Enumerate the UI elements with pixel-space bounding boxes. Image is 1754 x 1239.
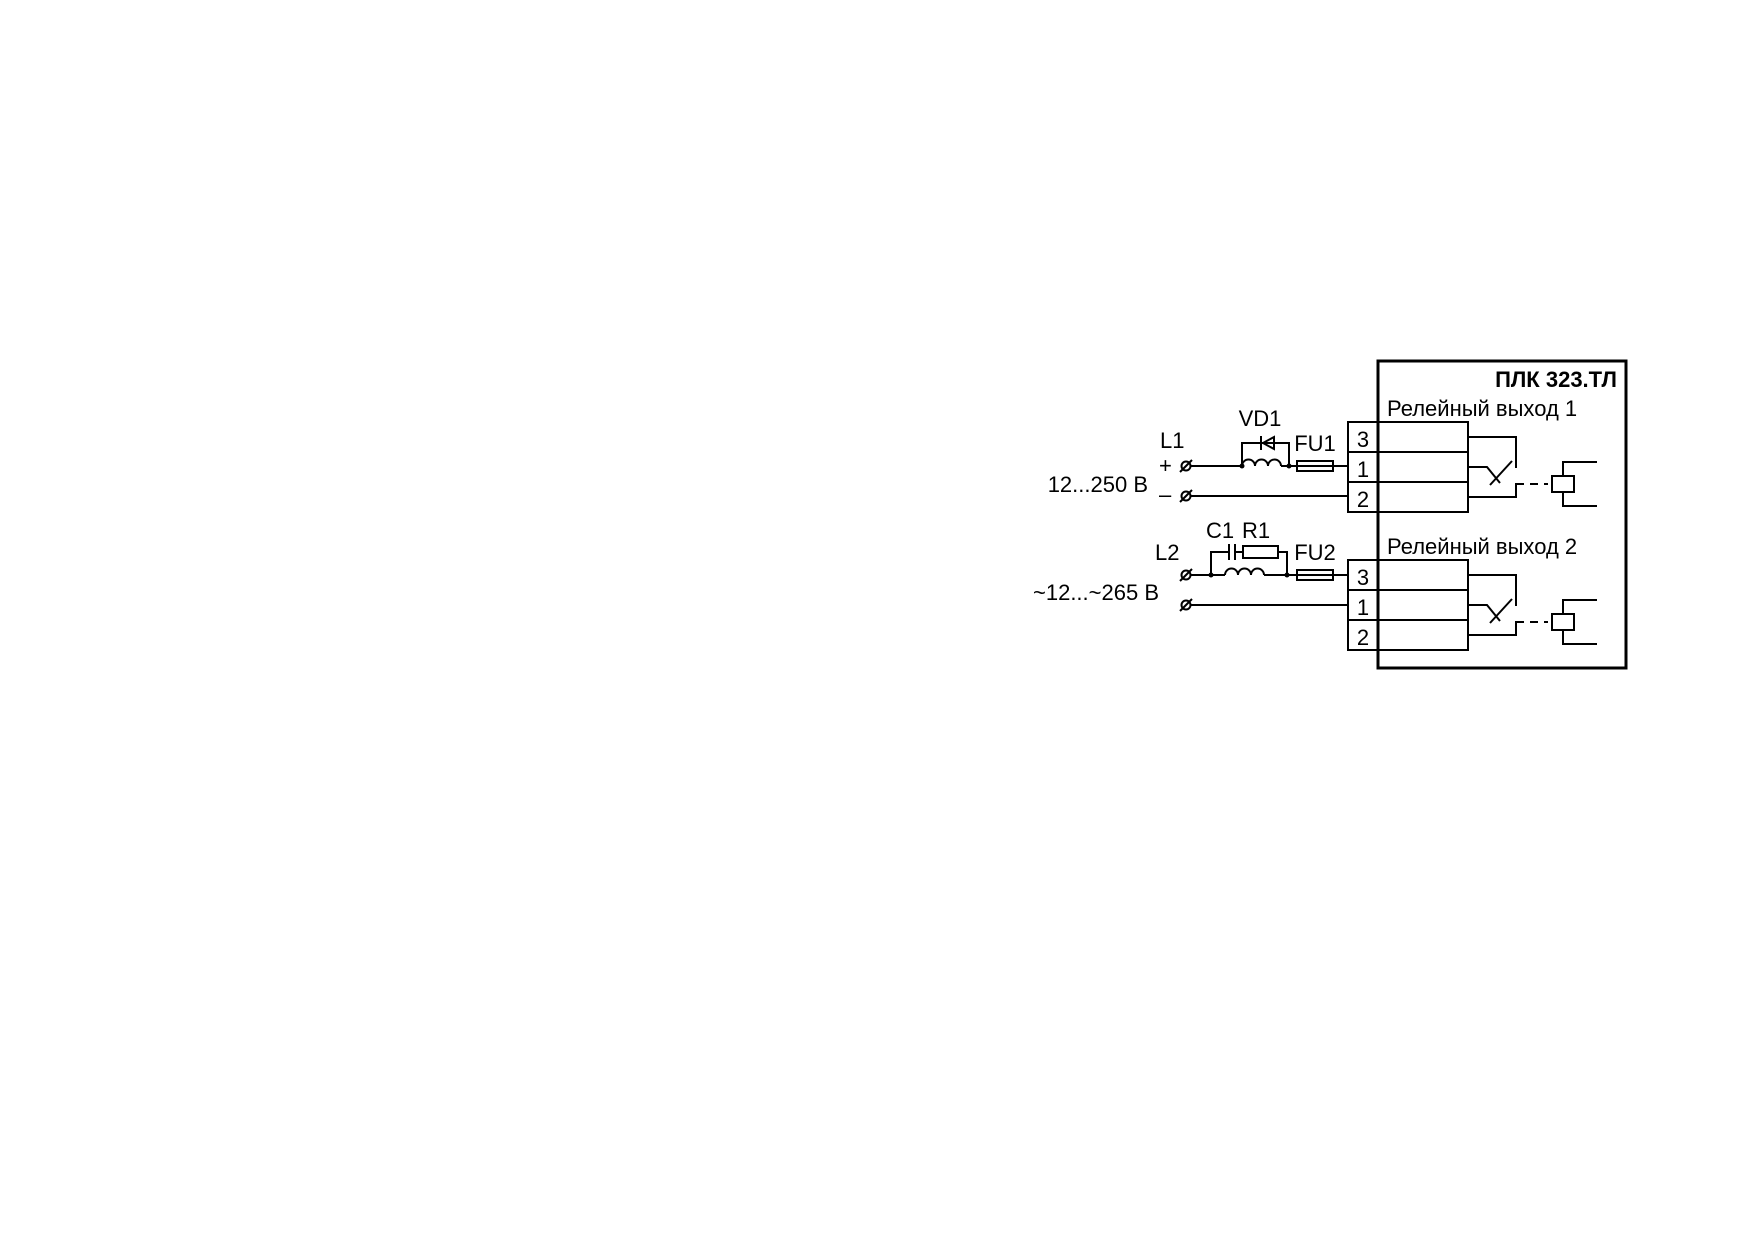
device-title: ПЛК 323.ТЛ <box>1495 367 1617 392</box>
circuit2-terminal-b <box>1179 598 1193 612</box>
circuit1-minus: – <box>1159 482 1172 507</box>
relay2-coil <box>1551 599 1597 645</box>
relay1-pin-1: 1 <box>1357 457 1369 482</box>
circuit1-plus: + <box>1159 453 1172 478</box>
circuit2-fuse-label: FU2 <box>1294 540 1336 565</box>
relay2-label: Релейный выход 2 <box>1387 534 1577 559</box>
circuit1-voltage: 12...250 В <box>1048 472 1148 497</box>
circuit2-inductor <box>1224 567 1265 576</box>
circuit1-inductor <box>1241 458 1282 467</box>
relay1-pin-2: 2 <box>1357 487 1369 512</box>
relay2-contact <box>1468 574 1548 636</box>
circuit2-rc-snubber <box>1210 544 1288 575</box>
circuit2-resistor-label: R1 <box>1242 518 1270 543</box>
circuit2-terminal-a <box>1179 568 1193 582</box>
relay1-label: Релейный выход 1 <box>1387 396 1577 421</box>
circuit2-capacitor-label: C1 <box>1206 518 1234 543</box>
relay2-pin-1: 1 <box>1357 595 1369 620</box>
circuit1-fuse-label: FU1 <box>1294 431 1336 456</box>
device-frame <box>1376 359 1628 670</box>
circuit2-voltage: ~12...~265 В <box>1033 580 1159 605</box>
relay2-pin-2: 2 <box>1357 625 1369 650</box>
circuit1-terminal-plus <box>1179 459 1193 473</box>
circuit1-diode-label: VD1 <box>1239 406 1282 431</box>
relay1-pin-3: 3 <box>1357 427 1369 452</box>
relay1-coil <box>1551 461 1597 507</box>
relay1-contact <box>1468 436 1548 498</box>
circuit1-load-label: L1 <box>1160 428 1184 453</box>
circuit1-diode-vd1 <box>1241 435 1290 466</box>
circuit1-terminal-minus <box>1179 489 1193 503</box>
circuit2-load-label: L2 <box>1155 540 1179 565</box>
relay2-pin-3: 3 <box>1357 565 1369 590</box>
